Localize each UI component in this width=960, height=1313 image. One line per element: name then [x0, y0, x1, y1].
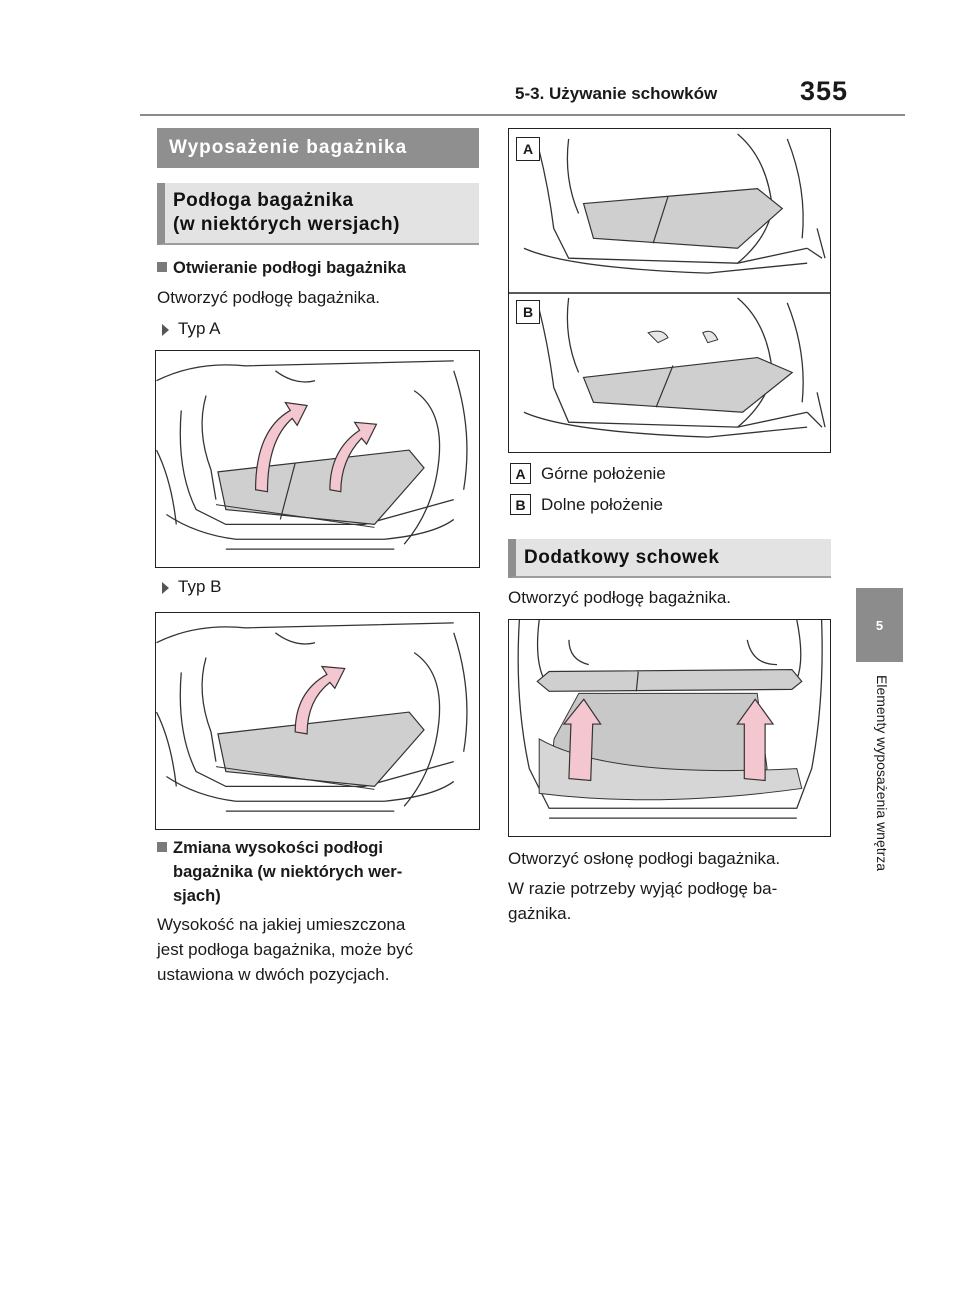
figure-label-a: A	[516, 137, 540, 161]
square-bullet-icon	[157, 842, 167, 852]
subsection-title-luggage-floor: Podłoga bagażnika (w niektórych wersjach…	[157, 183, 479, 245]
chapter-tab: 5	[856, 588, 903, 662]
chapter-number: 5	[875, 617, 884, 633]
figure-type-b	[155, 612, 480, 830]
height-heading: Zmiana wysokości podłogi bagażnika (w ni…	[157, 836, 402, 908]
square-bullet-icon	[157, 262, 167, 272]
figure-type-a	[155, 350, 480, 568]
chapter-title-vertical: Elementy wyposażenia wnętrza	[870, 675, 890, 930]
legend-label-b: B	[510, 494, 531, 515]
triangle-bullet-icon	[162, 581, 169, 594]
figure-floor-positions	[508, 128, 831, 453]
type-a-label: Typ A	[162, 316, 221, 341]
opening-heading: Otwieranie podłogi bagażnika	[157, 256, 406, 280]
header-divider	[140, 114, 905, 116]
open-floor-text: Otworzyć podłogę bagażnika.	[508, 588, 732, 607]
legend-lower-position: Dolne położenie	[541, 495, 663, 514]
subsection-title-line1: Podłoga bagażnika	[173, 190, 354, 211]
subsection-title-line2: (w niektórych wersjach)	[173, 214, 400, 235]
triangle-bullet-icon	[162, 323, 169, 336]
open-cover-text: Otworzyć osłonę podłogi bagażnika.	[508, 849, 781, 868]
section-title-additional-storage: Dodatkowy schowek	[508, 539, 831, 578]
chapter-title: Elementy wyposażenia wnętrza	[874, 675, 890, 872]
trunk-illustration-type-a	[156, 360, 468, 550]
remove-floor-text: W razie potrzeby wyjąć podłogę ba- gażni…	[508, 879, 778, 923]
header-section-title: 5-3. Używanie schowków	[515, 84, 718, 103]
opening-text: Otworzyć podłogę bagażnika.	[157, 288, 381, 307]
trunk-illustration-type-b	[156, 622, 468, 812]
figure-additional-storage	[508, 619, 831, 837]
legend-upper-position: Górne położenie	[541, 464, 666, 483]
section-title-luggage-equipment: Wyposażenie bagażnika	[157, 128, 479, 168]
height-text: Wysokość na jakiej umieszczona jest podł…	[157, 915, 414, 984]
underfloor-storage-illustration	[517, 620, 823, 819]
legend-label-a: A	[510, 463, 531, 484]
page-number: 355	[800, 76, 849, 106]
trunk-floor-positions-illustration	[509, 133, 830, 438]
figure-label-b: B	[516, 300, 540, 324]
type-b-label: Typ B	[162, 574, 221, 599]
